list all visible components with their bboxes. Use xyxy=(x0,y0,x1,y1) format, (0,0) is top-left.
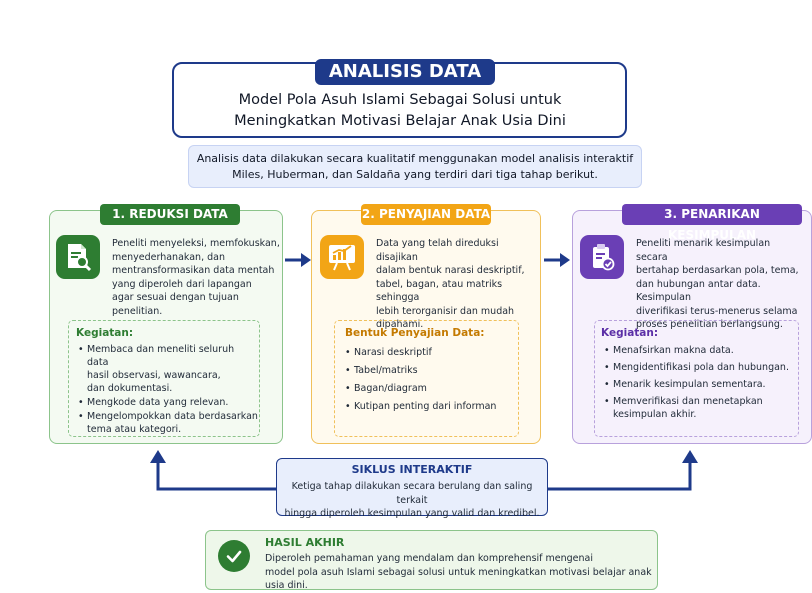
list-item-text: Menarik kesimpulan sementara. xyxy=(613,379,766,390)
subtitle-line-1: Model Pola Asuh Islami Sebagai Solusi un… xyxy=(238,92,562,108)
list-item-text: kesimpulan akhir. xyxy=(613,409,697,420)
list-item: Mengidentifikasi pola dan hubungan. xyxy=(604,361,799,374)
result-title: HASIL AKHIR xyxy=(265,536,345,549)
list-item: Mengelompokkan data berdasarkan tema atau… xyxy=(78,410,258,436)
description-line: menyederhanakan, dan xyxy=(112,251,225,263)
stage-2-forms-list: Narasi deskriptif Tabel/matriks Bagan/di… xyxy=(345,346,515,418)
flow-arrows xyxy=(150,253,698,491)
chart-board-icon xyxy=(320,235,364,279)
stage-3-activities-title: Kegiatan: xyxy=(601,327,659,339)
list-item-text: Narasi deskriptif xyxy=(354,347,432,358)
description-line: lebih terorganisir dan mudah xyxy=(376,305,515,317)
stage-2-title: 2. PENYAJIAN DATA xyxy=(361,204,491,225)
list-item: Menarik kesimpulan sementara. xyxy=(604,378,799,391)
result-text: Diperoleh pemahaman yang mendalam dan ko… xyxy=(265,552,655,593)
stage-2-forms-box xyxy=(334,320,519,437)
list-item-text: Mengkode data yang relevan. xyxy=(87,397,229,408)
description-line: yang diperoleh dari lapangan xyxy=(112,278,252,290)
cycle-text: Ketiga tahap dilakukan secara berulang d… xyxy=(280,480,544,521)
stage-1-title: 1. REDUKSI DATA xyxy=(100,204,240,225)
list-item-text: Memverifikasi dan menetapkan xyxy=(613,396,763,407)
cycle-line-1: Ketiga tahap dilakukan secara berulang d… xyxy=(291,481,533,506)
list-item: Menafsirkan makna data. xyxy=(604,344,799,357)
list-item-text: Tabel/matriks xyxy=(354,365,418,376)
list-item: Kutipan penting dari informan xyxy=(345,400,515,413)
list-item: Bagan/diagram xyxy=(345,382,515,395)
list-item-text: Mengidentifikasi pola dan hubungan. xyxy=(613,362,789,373)
cycle-box xyxy=(276,458,548,516)
stage-1-activities-title: Kegiatan: xyxy=(76,327,134,339)
result-line-1: Diperoleh pemahaman yang mendalam dan ko… xyxy=(265,553,594,564)
list-item: Membaca dan meneliti seluruh data hasil o… xyxy=(78,343,258,395)
stage-1-description: Peneliti menyeleksi, memfokuskan, menyed… xyxy=(112,237,282,318)
description-line: mentransformasikan data mentah xyxy=(112,265,275,276)
stage-3-description: Peneliti menarik kesimpulan secara berta… xyxy=(636,237,801,332)
list-item-text: Membaca dan meneliti seluruh data xyxy=(87,344,235,368)
description-line: dan hubungan antar data. Kesimpulan xyxy=(636,278,761,304)
cycle-loop-right xyxy=(548,450,698,491)
page-title: ANALISIS DATA xyxy=(315,59,495,85)
description-line: Peneliti menarik kesimpulan secara xyxy=(636,238,771,263)
description-line: Data yang telah direduksi disajikan xyxy=(376,238,499,263)
stage-3-title: 3. PENARIKAN KESIMPULAN xyxy=(622,204,802,242)
arrow-stage2-to-stage3 xyxy=(544,253,570,267)
clipboard-check-icon xyxy=(580,235,624,279)
description-line: tabel, bagan, atau matriks sehingga xyxy=(376,278,503,304)
list-item: Narasi deskriptif xyxy=(345,346,515,359)
result-box xyxy=(205,530,658,590)
description-line: Peneliti menyeleksi, memfokuskan, xyxy=(112,238,280,249)
list-item-text: Menafsirkan makna data. xyxy=(613,345,734,356)
list-item-text: hasil observasi, wawancara, xyxy=(87,370,221,381)
list-item: Memverifikasi dan menetapkan kesimpulan a… xyxy=(604,395,799,421)
list-item-text: tema atau kategori. xyxy=(87,424,182,435)
description-line: agar sesuai dengan tujuan penelitian. xyxy=(112,292,239,317)
cycle-title: SIKLUS INTERAKTIF xyxy=(351,463,473,476)
stage-1-activities-box xyxy=(68,320,260,437)
intro-line-2: Miles, Huberman, dan Saldaña yang terdir… xyxy=(232,168,598,181)
description-line: bertahap berdasarkan pola, tema, xyxy=(636,265,799,276)
description-line: proses penelitian berlangsung. xyxy=(636,319,783,330)
list-item-text: dan dokumentasi. xyxy=(87,383,173,394)
intro-line-1: Analisis data dilakukan secara kualitati… xyxy=(196,152,634,165)
arrow-stage1-to-stage2 xyxy=(285,253,311,267)
cycle-line-2: hingga diperoleh kesimpulan yang valid d… xyxy=(284,508,540,519)
list-item: Tabel/matriks xyxy=(345,364,515,377)
stage-2-forms-title: Bentuk Penyajian Data: xyxy=(345,327,485,339)
list-item-text: Mengelompokkan data berdasarkan xyxy=(87,411,258,422)
page-subtitle: Model Pola Asuh Islami Sebagai Solusi un… xyxy=(190,90,610,132)
description-line: dipahami. xyxy=(376,319,424,330)
list-item-text: Kutipan penting dari informan xyxy=(354,401,497,412)
check-circle-icon xyxy=(218,540,250,572)
description-line: dalam bentuk narasi deskriptif, xyxy=(376,265,525,276)
intro-box: Analisis data dilakukan secara kualitati… xyxy=(188,145,642,188)
document-search-icon xyxy=(56,235,100,279)
stage-2-description: Data yang telah direduksi disajikan dala… xyxy=(376,237,538,332)
list-item: Mengkode data yang relevan. xyxy=(78,396,258,409)
list-item-text: Bagan/diagram xyxy=(354,383,427,394)
cycle-loop-left xyxy=(150,450,276,491)
stage-3-activities-list: Menafsirkan makna data. Mengidentifikasi… xyxy=(604,344,799,425)
result-line-2: model pola asuh Islami sebagai solusi un… xyxy=(265,566,652,592)
stage-1-activities-list: Membaca dan meneliti seluruh data hasil o… xyxy=(78,343,258,437)
description-line: diverifikasi terus-menerus selama xyxy=(636,305,798,317)
subtitle-line-2: Meningkatkan Motivasi Belajar Anak Usia … xyxy=(234,113,566,129)
